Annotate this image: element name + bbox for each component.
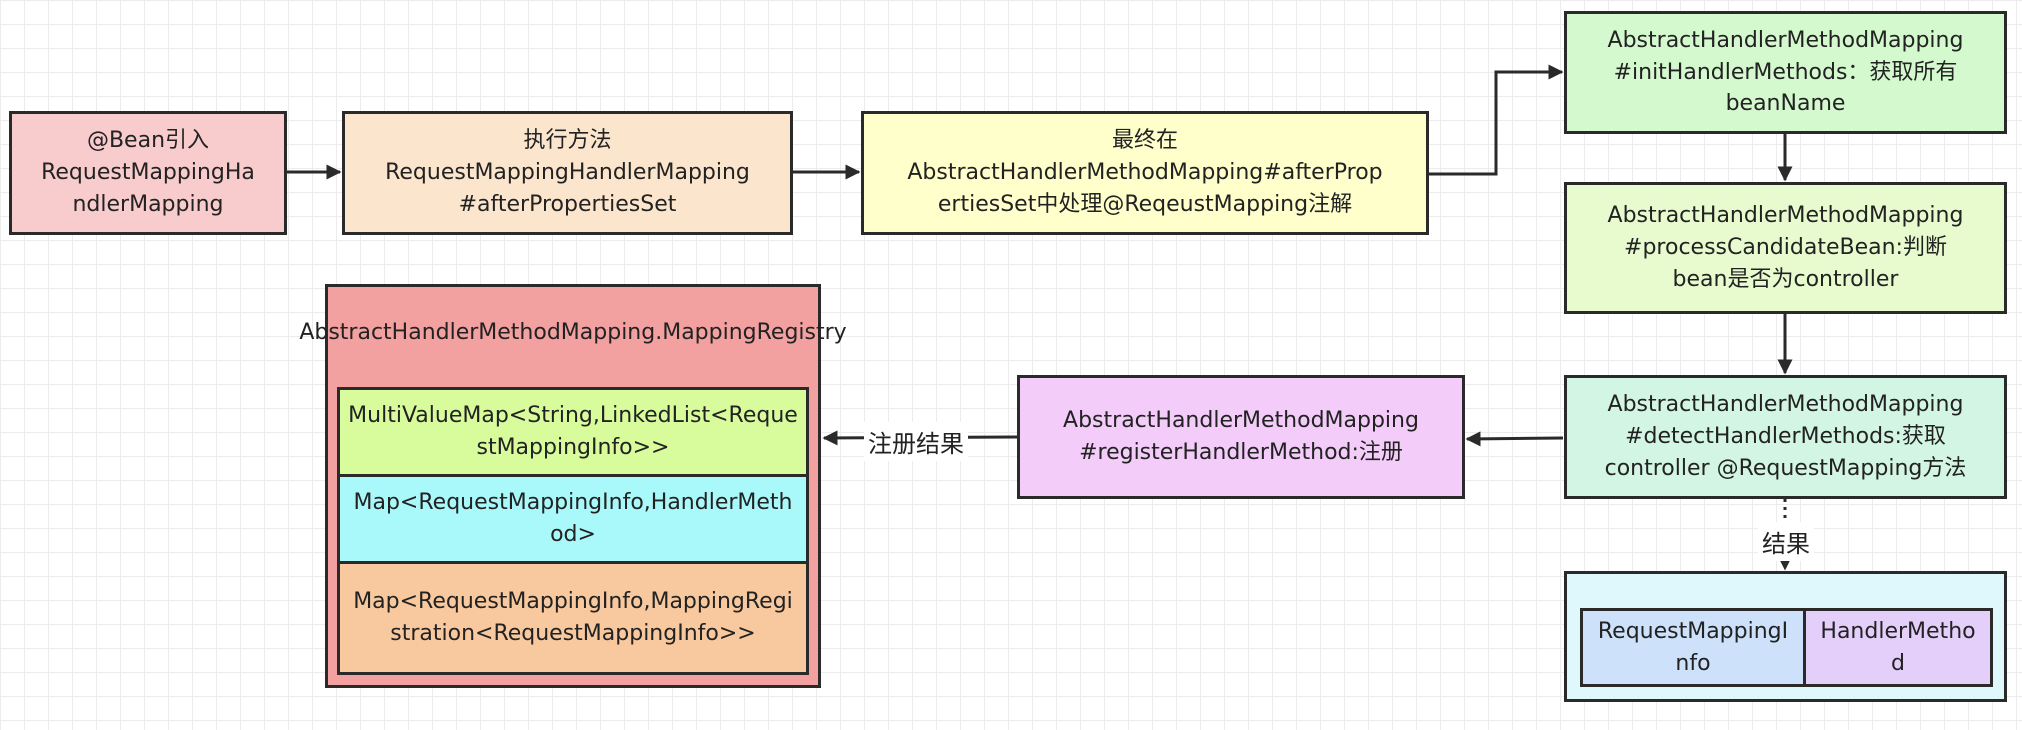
- mapping-registry-title: AbstractHandlerMethodMapping.MappingRegi…: [299, 320, 847, 346]
- registry-map-handler-method: Map<RequestMappingInfo,HandlerMethod>: [337, 474, 809, 564]
- registry-map-multivalue: MultiValueMap<String,LinkedList<RequestM…: [337, 387, 809, 477]
- node-init-handler-methods: AbstractHandlerMethodMapping#initHandler…: [1564, 11, 2007, 134]
- registry-map-mapping-registration: Map<RequestMappingInfo,MappingRegistrati…: [337, 561, 809, 675]
- node-register-handler-method: AbstractHandlerMethodMapping#registerHan…: [1017, 375, 1465, 499]
- node-process-candidate-bean: AbstractHandlerMethodMapping#processCand…: [1564, 182, 2007, 314]
- result-request-mapping-info: RequestMappingInfo: [1580, 608, 1806, 687]
- edge-final-to-init: [1429, 64, 1564, 176]
- mapping-registry-container: AbstractHandlerMethodMapping.MappingRegi…: [299, 284, 847, 688]
- result-container: RequestMappingInfo HandlerMethod: [1564, 571, 2007, 702]
- node-detect-handler-methods: AbstractHandlerMethodMapping#detectHandl…: [1564, 375, 2007, 499]
- edge-detect-to-register: [1465, 431, 1564, 447]
- edge-label-result: 结果: [1758, 522, 1814, 561]
- edge-label-register-result: 注册结果: [864, 422, 968, 461]
- result-handler-method: HandlerMethod: [1803, 608, 1993, 687]
